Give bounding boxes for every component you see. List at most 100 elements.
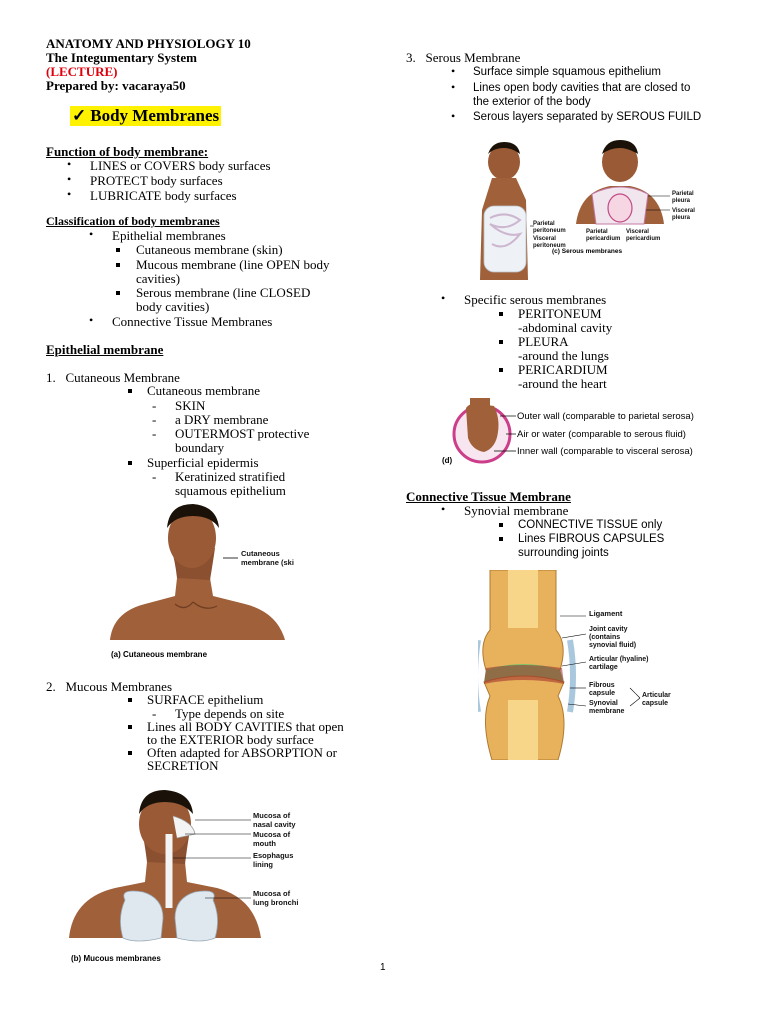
mucous-label: mouth [253, 839, 276, 848]
joint-label: Synovial [589, 700, 618, 707]
mucous-illustration [69, 790, 261, 942]
dash-icon: - [152, 412, 157, 427]
superficial-dash: squamous epithelium [175, 483, 286, 498]
square-bullet-icon [116, 263, 120, 267]
joint-label: Ligament [589, 609, 623, 618]
mucous-dash: Type depends on site [175, 706, 285, 721]
serous-label: Visceral [533, 236, 556, 242]
topic-title: The Integumentary System [46, 50, 197, 65]
bullet-icon: • [89, 227, 94, 241]
serous-label: pleura [672, 198, 691, 204]
classification-heading: Classification of body membranes [46, 214, 220, 228]
specific-item: PERICARDIUM [518, 362, 608, 377]
mucous-item: SURFACE epithelium [147, 692, 264, 707]
bullet-icon: • [441, 291, 446, 305]
serous-label: Parietal [533, 221, 555, 227]
cutaneous-figure-label: Cutaneous membrane (ski [241, 550, 294, 567]
mucous-label: Esophagus [253, 851, 294, 860]
joint-label: (contains [589, 634, 621, 641]
author-line: Prepared by: vacaraya50 [46, 78, 186, 93]
mucous-label: Mucosa of [253, 889, 291, 898]
serous-item: Lines open body cavities that are closed… [473, 82, 691, 94]
square-bullet-icon [499, 312, 503, 316]
section-title: ✓ Body Membranes [70, 106, 222, 126]
serous-label: Visceral [626, 229, 649, 235]
classification-sub: Mucous membrane (line OPEN body [136, 257, 330, 272]
classification-sub: Cutaneous membrane (skin) [136, 242, 283, 257]
joint-label: capsule [589, 690, 616, 697]
cutaneous-dash: OUTERMOST protective [175, 426, 310, 441]
serous-label: Visceral [672, 208, 695, 214]
serous-illustration [480, 140, 670, 280]
mucous-item: SECRETION [147, 758, 219, 773]
figure-cutaneous: Cutaneous membrane (ski (a) Cutaneous me… [105, 500, 300, 665]
function-item: LINES or COVERS body surfaces [90, 158, 271, 173]
mucous-item: Often adapted for ABSORPTION or [147, 745, 337, 760]
balloon-line: Air or water (comparable to serous fluid… [517, 429, 686, 440]
lecture-label: (LECTURE) [46, 64, 118, 79]
bullet-icon: • [441, 502, 446, 516]
bullet-icon: • [451, 80, 456, 94]
serous-item: Serous layers separated by SEROUS FUILD [473, 111, 702, 123]
square-bullet-icon [116, 248, 120, 252]
epithelial-heading: Epithelial membrane [46, 342, 164, 357]
dash-icon: - [152, 426, 157, 441]
epithelial-label: Epithelial membranes [112, 228, 226, 243]
square-bullet-icon [116, 291, 120, 295]
square-bullet-icon [499, 523, 503, 527]
cutaneous-item: Cutaneous membrane [147, 383, 260, 398]
balloon-line: Inner wall (comparable to visceral seros… [517, 446, 693, 457]
connective-heading: Connective Tissue Membrane [406, 489, 571, 504]
superficial-item: Superficial epidermis [147, 455, 259, 470]
mucous-figure-caption: (b) Mucous membranes [71, 954, 161, 963]
classification-sub: body cavities) [136, 299, 210, 314]
serous-label: pericardium [626, 236, 661, 242]
connective-item: CONNECTIVE TISSUE only [518, 519, 663, 531]
balloon-figure-label: (d) [442, 456, 453, 465]
classification-sub: Serous membrane (line CLOSED [136, 285, 311, 300]
bullet-icon: • [67, 187, 72, 201]
connective-item: surrounding joints [518, 547, 609, 559]
serous-label: Parietal [672, 191, 694, 197]
joint-label: cartilage [589, 664, 618, 671]
joint-label: capsule [642, 700, 669, 707]
figure-serous: Parietal peritoneum Visceral peritoneum … [470, 140, 700, 280]
joint-label: membrane [589, 708, 625, 715]
connective-item: Lines FIBROUS CAPSULES [518, 533, 665, 545]
mucous-label: lining [253, 860, 273, 869]
cutaneous-dash: boundary [175, 440, 225, 455]
balloon-illustration [452, 396, 516, 464]
superficial-dash: Keratinized stratified [175, 469, 286, 484]
cutaneous-title: 1. Cutaneous Membrane [46, 370, 180, 385]
figure-synovial-joint: Ligament Joint cavity (contains synovial… [472, 569, 708, 761]
joint-label: Fibrous [589, 682, 615, 689]
function-item: LUBRICATE body surfaces [90, 188, 237, 203]
square-bullet-icon [499, 340, 503, 344]
serous-item: the exterior of the body [473, 96, 591, 108]
check-icon: ✓ [72, 106, 87, 125]
figure-mucous: Mucosa of nasal cavity Mucosa of mouth E… [65, 788, 320, 968]
mucous-item: Lines all BODY CAVITIES that open [147, 719, 344, 734]
figure-balloon-analogy: (d) Outer wall (comparable to parietal s… [440, 396, 715, 470]
dash-icon: - [152, 469, 157, 484]
specific-item: -around the lungs [518, 348, 609, 363]
specific-heading: Specific serous membranes [464, 292, 607, 307]
section-title-text: Body Membranes [90, 106, 220, 125]
specific-item: -around the heart [518, 376, 607, 391]
course-title: ANATOMY AND PHYSIOLOGY 10 [46, 36, 251, 51]
connective-label: Connective Tissue Membranes [112, 314, 273, 329]
specific-item: PERITONEUM [518, 306, 602, 321]
bullet-icon: • [67, 172, 72, 186]
joint-label: Joint cavity [589, 626, 628, 633]
cutaneous-illustration [110, 504, 285, 640]
serous-label: pleura [672, 215, 691, 221]
mucous-label: nasal cavity [253, 820, 296, 829]
specific-item: -abdominal cavity [518, 320, 613, 335]
serous-title: 3. Serous Membrane [406, 50, 521, 65]
serous-item: Surface simple squamous epithelium [473, 66, 661, 78]
square-bullet-icon [128, 751, 132, 755]
function-heading: Function of body membrane: [46, 144, 209, 159]
bullet-icon: • [451, 64, 456, 78]
joint-illustration [472, 569, 641, 761]
dash-icon: - [152, 706, 157, 721]
